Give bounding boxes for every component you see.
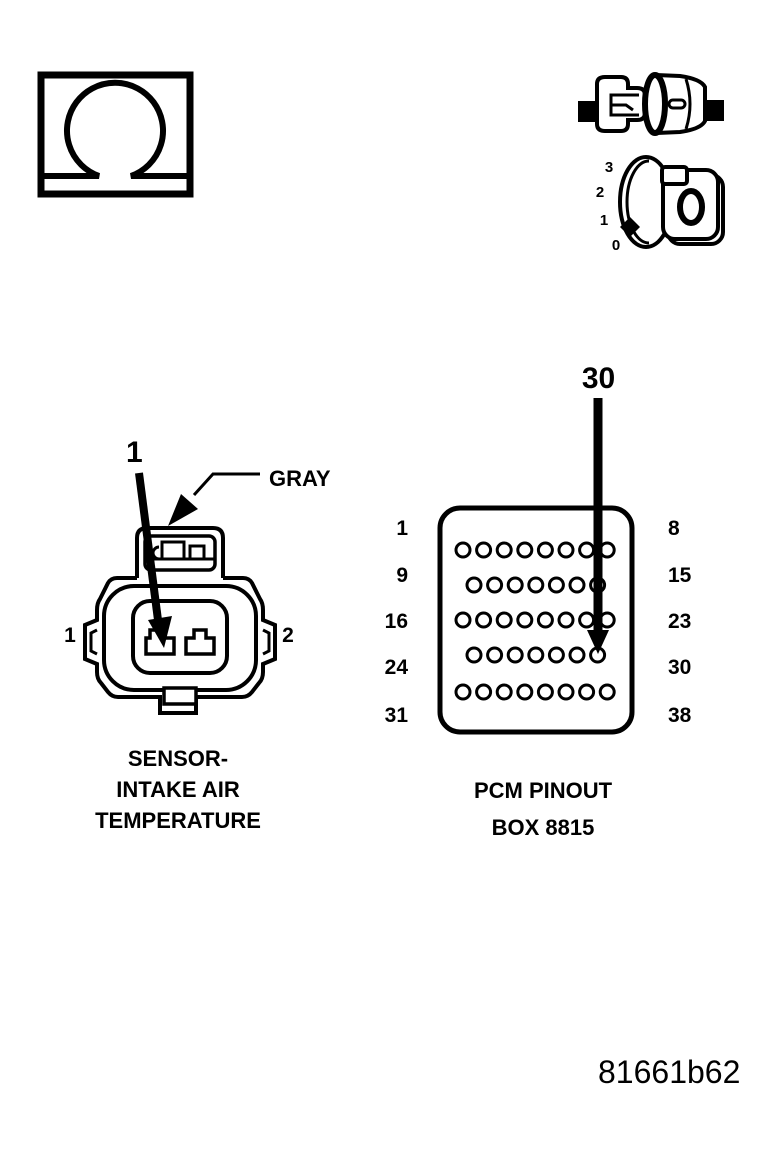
- pcm-row1-right-label: 8: [668, 517, 680, 540]
- pcm-pin-11: [506, 576, 524, 594]
- pcm-pin-19: [516, 611, 534, 629]
- pcm-row2-left-label: 9: [396, 564, 408, 587]
- pcm-pin-10: [486, 576, 504, 594]
- terminal-slot: [667, 98, 687, 110]
- pcm-pin-35: [536, 683, 554, 701]
- connector-pin-2-label: 2: [282, 624, 294, 647]
- ignition-key-off-icon: 3 2 1 0: [596, 155, 725, 254]
- pcm-pin-4: [516, 541, 534, 559]
- pcm-row3-right-label: 23: [668, 610, 692, 633]
- pcm-pin-31: [454, 683, 472, 701]
- pcm-pin-7: [578, 541, 596, 559]
- ignition-dial-inner-edge: [625, 159, 650, 245]
- gray-leader-arrow: [168, 472, 260, 526]
- male-terminal: [609, 93, 639, 117]
- key-blade-notch: [660, 165, 689, 186]
- pcm-pin-21: [557, 611, 575, 629]
- connector-color-label: GRAY: [269, 466, 331, 491]
- pcm-caption: PCM PINOUT BOX 8815: [433, 772, 653, 846]
- pcm-pin-9: [465, 576, 483, 594]
- pcm-pin-24: [465, 646, 483, 664]
- connector-latch: [135, 526, 225, 578]
- pcm-pins: [454, 541, 616, 701]
- pcm-pin-6: [557, 541, 575, 559]
- connector-callout-pin-number: 1: [126, 436, 143, 469]
- pin-2-slot: [184, 628, 216, 656]
- pcm-pin-2: [475, 541, 493, 559]
- pcm-pin-25: [486, 646, 504, 664]
- pcm-pin-3: [495, 541, 513, 559]
- pcm-pin-12: [527, 576, 545, 594]
- ohmmeter-icon: [37, 71, 194, 198]
- pcm-box-drawing: [437, 398, 635, 735]
- pcm-caption-line-1: PCM PINOUT: [473, 778, 613, 803]
- pcm-row2-right-label: 15: [668, 564, 692, 587]
- pcm-pin-18: [495, 611, 513, 629]
- pcm-pin-29: [568, 646, 586, 664]
- pin30-callout-arrow: [587, 398, 609, 654]
- pcm-pin-22: [578, 611, 596, 629]
- latch-tooth-1: [160, 540, 186, 561]
- connector-pin-1-label: 1: [64, 624, 76, 647]
- pcm-row3-left-label: 16: [384, 610, 408, 633]
- key-position-2: 2: [596, 184, 604, 201]
- pcm-row5-right-label: 38: [668, 704, 692, 727]
- pcm-row4-left-label: 24: [384, 656, 408, 679]
- pcm-callout-pin-number: 30: [581, 362, 616, 395]
- pcm-pin-17: [475, 611, 493, 629]
- sensor-caption-line-1: SENSOR-: [127, 746, 229, 771]
- key-hole: [677, 188, 705, 226]
- key-position-0: 0: [612, 237, 620, 254]
- latch-tooth-2: [188, 544, 206, 561]
- connector-outer-body: [83, 576, 277, 715]
- pcm-pin-38: [598, 683, 616, 701]
- disconnect-connector-icon: [578, 72, 724, 136]
- key-position-3: 3: [605, 159, 613, 176]
- connector-body-ridge: [684, 78, 692, 130]
- pcm-pin-20: [536, 611, 554, 629]
- wire-stub-right: [704, 100, 724, 121]
- position-indicator-diamond: [620, 217, 640, 237]
- pcm-pin-36: [557, 683, 575, 701]
- pcm-pin-28: [547, 646, 565, 664]
- pcm-caption-line-2: BOX 8815: [491, 815, 595, 840]
- sensor-caption-line-3: TEMPERATURE: [95, 808, 261, 833]
- pcm-pin-26: [506, 646, 524, 664]
- iat-connector-drawing: [83, 526, 277, 715]
- pcm-box: [437, 505, 635, 735]
- wing-tab-inner-lines: [89, 628, 271, 656]
- key-position-1: 1: [600, 212, 608, 229]
- pcm-pin-27: [527, 646, 545, 664]
- sensor-caption-line-2: INTAKE AIR: [116, 777, 240, 802]
- pcm-pin-14: [568, 576, 586, 594]
- pcm-pin-16: [454, 611, 472, 629]
- pcm-pin-5: [536, 541, 554, 559]
- pcm-row1-left-label: 1: [396, 517, 408, 540]
- figure-code: 81661b62: [598, 1054, 741, 1090]
- pcm-row4-right-label: 30: [668, 656, 692, 679]
- pcm-pin-33: [495, 683, 513, 701]
- pin1-callout-arrow: [135, 472, 172, 648]
- pcm-row5-left-label: 31: [384, 704, 408, 727]
- pcm-pin-37: [578, 683, 596, 701]
- sensor-caption: SENSOR- INTAKE AIR TEMPERATURE: [58, 743, 298, 836]
- pcm-pin-34: [516, 683, 534, 701]
- pcm-pin-32: [475, 683, 493, 701]
- pcm-pin-1: [454, 541, 472, 559]
- connector-face: [642, 72, 668, 136]
- pcm-pin-13: [547, 576, 565, 594]
- bottom-tab-inner: [162, 686, 198, 706]
- latch-inner: [143, 534, 217, 572]
